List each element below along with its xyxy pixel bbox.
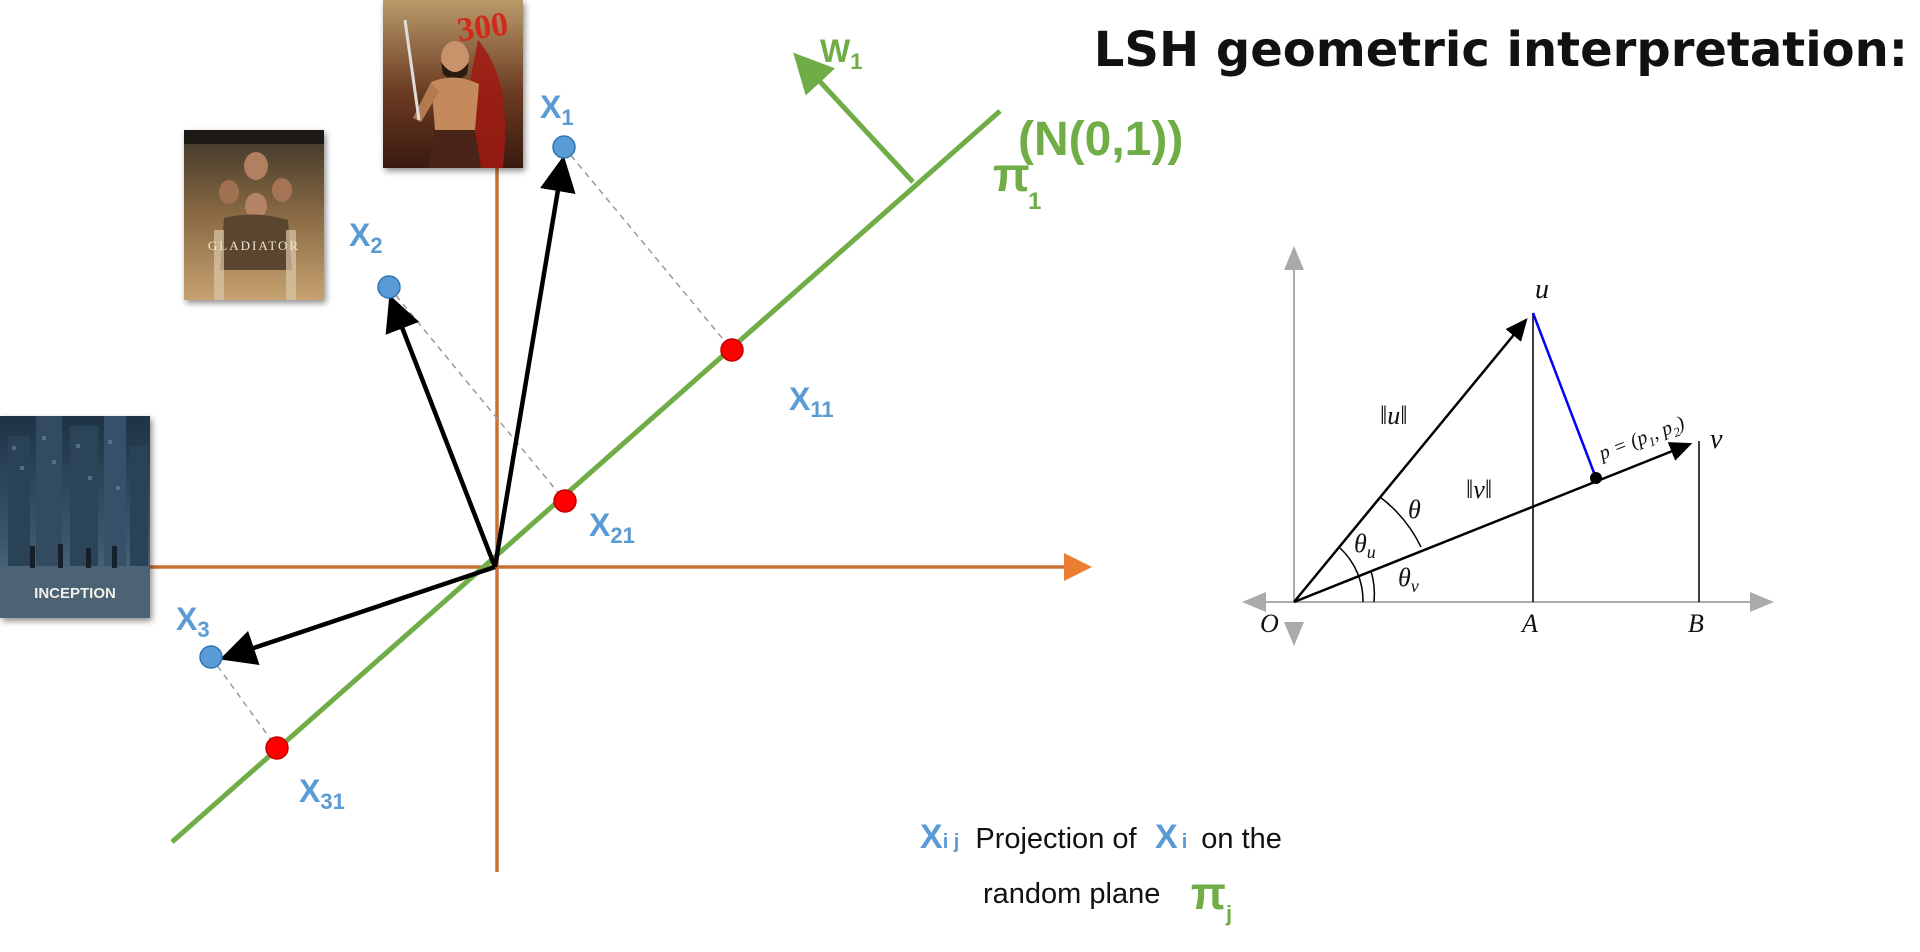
fig-y-arrow-up — [1284, 246, 1304, 270]
point-x3 — [199, 645, 223, 669]
projection-x31 — [265, 736, 289, 760]
label-x3: X3 — [176, 601, 210, 642]
legend-text-3: random plane — [983, 878, 1161, 910]
vector-x1 — [492, 155, 576, 568]
projection-point-p — [1590, 472, 1602, 484]
label-x1: X1 — [540, 89, 574, 130]
label-o: O — [1260, 609, 1279, 638]
legend-text-1: Projection of — [975, 823, 1137, 855]
projection-dash-x3 — [210, 656, 278, 749]
arc-theta — [1379, 496, 1422, 548]
vector-v — [1293, 442, 1693, 604]
poster-inception: INCEPTION — [0, 416, 150, 618]
fig-x-arrow-left — [1242, 592, 1266, 612]
point-x2 — [377, 275, 401, 299]
label-theta: θ — [1408, 495, 1421, 524]
label-distribution: (N(0,1)) — [1018, 113, 1183, 166]
fig-y-arrow-down — [1284, 622, 1304, 646]
label-x2: X2 — [349, 217, 383, 258]
perpendicular-line — [1531, 312, 1598, 479]
page-title: LSH geometric interpretation: — [1093, 22, 1908, 78]
legend-row-2: random plane πj — [983, 860, 1282, 926]
legend-xij: X — [920, 818, 943, 856]
label-x31: X31 — [299, 773, 345, 814]
arc-theta-v — [1370, 570, 1376, 603]
poster-gladiator-title: GLADIATOR — [208, 238, 300, 253]
vector-projection-figure: u v ‖u‖ ‖v‖ θ θu θv p = (p1, p2) O A B — [1242, 246, 1774, 646]
arc-theta-u — [1339, 547, 1364, 603]
label-p: p = (p1, p2) — [1594, 412, 1689, 468]
poster-inception-title: INCEPTION — [34, 585, 116, 602]
label-theta-u: θu — [1354, 529, 1376, 562]
label-b: B — [1688, 609, 1704, 638]
label-norm-v: ‖v‖ — [1466, 475, 1492, 504]
projection-x11 — [720, 338, 744, 362]
point-x1 — [552, 135, 576, 159]
label-v: v — [1710, 424, 1723, 455]
label-theta-v: θv — [1398, 563, 1419, 596]
fig-x-arrow-right — [1750, 592, 1774, 612]
vector-x2 — [385, 294, 498, 568]
label-w1: W1 — [820, 33, 862, 74]
vector-u — [1293, 318, 1528, 603]
label-u: u — [1535, 274, 1549, 305]
vector-x3 — [219, 564, 496, 666]
poster-300: 300 — [383, 0, 523, 168]
label-pi1-sub: 1 — [1028, 188, 1041, 215]
label-x21: X21 — [589, 507, 635, 548]
legend-xi: X — [1155, 818, 1178, 856]
legend-xij-sub: i j — [942, 831, 960, 853]
random-plane-line — [170, 109, 1002, 844]
label-norm-u: ‖u‖ — [1380, 401, 1408, 430]
poster-gladiator: GLADIATOR — [184, 130, 324, 300]
legend-pi-sub: j — [1226, 901, 1233, 926]
projection-dash-x1 — [563, 146, 733, 351]
legend-pi: π — [1190, 867, 1227, 919]
label-x11: X11 — [789, 381, 834, 422]
normal-vector-w1 — [793, 52, 915, 184]
poster-300-title: 300 — [455, 6, 511, 50]
label-a: A — [1520, 609, 1538, 638]
legend-xi-sub: i — [1181, 831, 1188, 853]
legend-text-2: on the — [1201, 823, 1282, 855]
projection-x21 — [553, 489, 577, 513]
label-pi1: π — [993, 149, 1030, 202]
